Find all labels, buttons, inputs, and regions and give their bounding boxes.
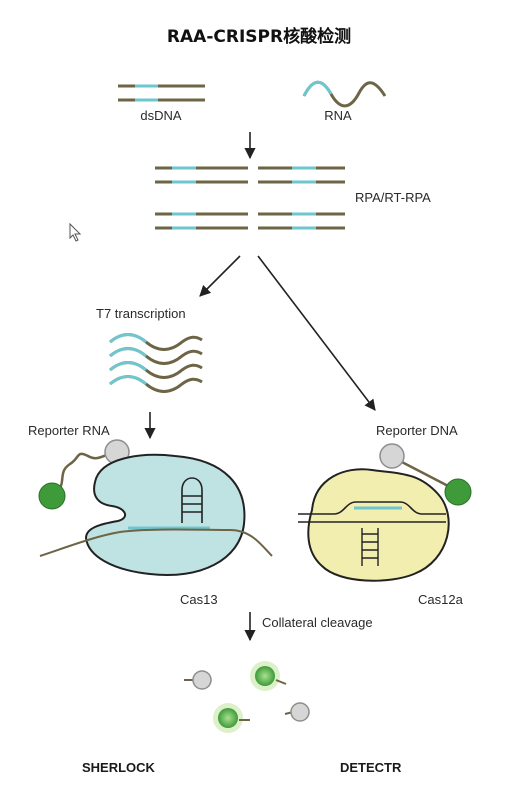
fluorophore-dna <box>444 478 472 506</box>
sherlock-label: SHERLOCK <box>82 760 156 775</box>
cleaved-quencher-1 <box>184 670 212 690</box>
quencher-dna <box>379 443 405 469</box>
arrow-to-t7 <box>199 255 241 297</box>
amplified-strands <box>155 166 345 230</box>
arrow-to-cas12a <box>257 255 376 411</box>
t7-transcription-label: T7 transcription <box>96 306 186 321</box>
cas12a-target-dna <box>298 501 446 523</box>
cleaved-fluorophore-1 <box>250 661 287 691</box>
reporter-rna-linker <box>56 452 113 493</box>
reporter-dna-linker <box>397 458 453 490</box>
rna-label: RNA <box>324 108 352 123</box>
cleaved-fluorophore-2 <box>213 703 250 733</box>
cursor-icon <box>69 222 82 242</box>
cas13-crrna-hairpin <box>181 477 203 523</box>
collateral-cleavage-label: Collateral cleavage <box>262 615 373 630</box>
cas12a-protein <box>307 468 450 582</box>
reporter-rna-label: Reporter RNA <box>28 423 110 438</box>
rna-strand <box>302 80 387 108</box>
fluorophore-rna <box>38 482 66 510</box>
dsdna-strands <box>118 84 205 102</box>
cleaved-quencher-2 <box>284 702 310 722</box>
reporter-dna-label: Reporter DNA <box>376 423 458 438</box>
rna-target-segment <box>302 80 333 97</box>
cas13-label: Cas13 <box>180 592 218 607</box>
rpa-label: RPA/RT-RPA <box>355 190 431 205</box>
transcribed-rna-waves <box>109 333 203 393</box>
cas12a-label: Cas12a <box>418 592 464 607</box>
detectr-label: DETECTR <box>340 760 402 775</box>
cas12a-crrna-hairpin <box>361 528 379 566</box>
cas13-protein <box>84 453 246 576</box>
cas13-target-rna <box>39 528 273 557</box>
diagram-title: RAA-CRISPR核酸检测 <box>167 26 351 47</box>
dsdna-label: dsDNA <box>140 108 182 123</box>
